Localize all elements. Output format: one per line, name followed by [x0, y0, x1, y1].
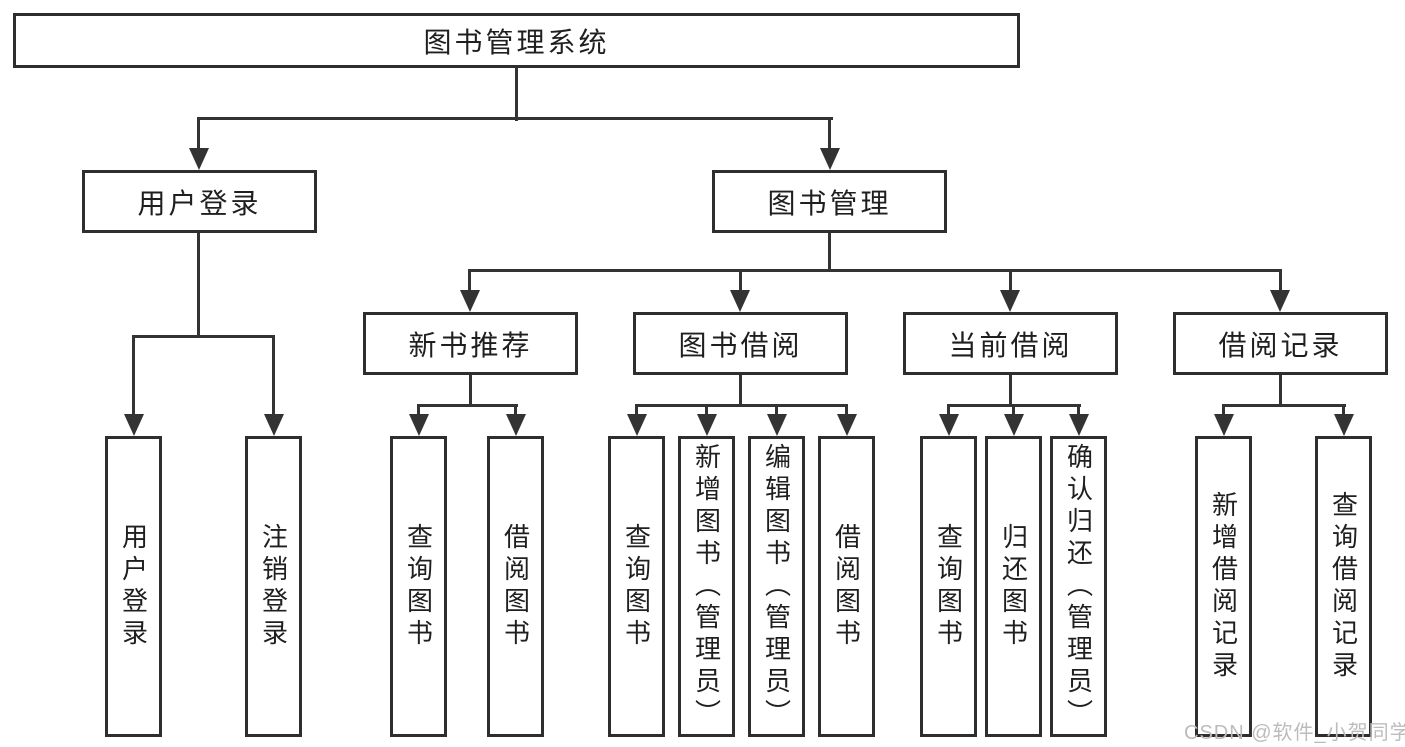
leaf-confirm-return-admin: 确认归还（管理员）: [1050, 436, 1107, 737]
connector-arrow-stem-edit-book: [775, 404, 778, 416]
node-new-book-recommend: 新书推荐: [363, 312, 578, 375]
node-current-borrow-label: 当前借阅: [948, 329, 1073, 361]
arrow-book-borrow: [730, 290, 750, 312]
connector-arrow-stem-book-borrow: [739, 269, 742, 292]
node-borrow-records: 借阅记录: [1173, 312, 1388, 375]
leaf-add-book-admin-label: 新增图书（管理员）: [691, 442, 722, 731]
arrow-confirm-return: [1069, 414, 1089, 436]
node-current-borrow: 当前借阅: [903, 312, 1118, 375]
connector-arrow-stem-confirm-return: [1077, 404, 1080, 416]
connector-root-stem: [515, 68, 518, 121]
connector-arrow-stem-new-book: [468, 269, 471, 292]
arrow-borrow-records: [1270, 290, 1290, 312]
csdn-watermark: CSDN @软件_小贺同学: [1184, 722, 1405, 744]
node-book-borrow: 图书借阅: [633, 312, 848, 375]
arrow-query-book-2: [627, 414, 647, 436]
arrow-borrow-book-1: [506, 414, 526, 436]
leaf-add-borrow-record-label: 新增借阅记录: [1208, 490, 1239, 683]
leaf-logout-label: 注销登录: [258, 522, 289, 651]
node-book-management: 图书管理: [712, 170, 947, 233]
connector-arrow-stem-add-record: [1222, 404, 1225, 416]
connector-arrow-stem-book-management: [828, 117, 831, 150]
connector-user-login-stem: [197, 233, 200, 338]
connector-arrow-stem-query-book-2: [635, 404, 638, 416]
arrow-edit-book: [767, 414, 787, 436]
node-root-label: 图书管理系统: [423, 26, 610, 58]
leaf-add-borrow-record: 新增借阅记录: [1195, 436, 1252, 737]
node-borrow-records-label: 借阅记录: [1218, 329, 1343, 361]
leaf-borrow-book-newrec: 借阅图书: [487, 436, 544, 737]
node-user-login-label: 用户登录: [137, 187, 262, 219]
node-user-login: 用户登录: [82, 170, 317, 233]
leaf-add-book-admin: 新增图书（管理员）: [678, 436, 735, 737]
connector-arrow-stem-query-book-3: [947, 404, 950, 416]
leaf-query-borrow-record-label: 查询借阅记录: [1328, 490, 1359, 683]
connector-arrow-stem-return-book: [1012, 404, 1015, 416]
arrow-leaf-user-login: [124, 414, 144, 436]
arrow-return-book: [1004, 414, 1024, 436]
arrow-query-book-1: [409, 414, 429, 436]
connector-arrow-stem-add-book: [705, 404, 708, 416]
node-new-book-recommend-label: 新书推荐: [408, 329, 533, 361]
connector-book-management-stem: [828, 233, 831, 272]
connector-arrow-stem-leaf-logout: [272, 335, 275, 416]
connector-arrow-stem-query-book-1: [417, 404, 420, 416]
arrow-current-borrow: [1000, 290, 1020, 312]
connector-arrow-stem-leaf-user-login: [132, 335, 135, 416]
connector-arrow-stem-borrow-book-1: [514, 404, 517, 416]
connector-current-borrow-stem: [1009, 375, 1012, 407]
arrow-query-record: [1334, 414, 1354, 436]
arrow-query-book-3: [939, 414, 959, 436]
leaf-return-book: 归还图书: [985, 436, 1042, 737]
node-root: 图书管理系统: [13, 13, 1020, 68]
leaf-borrow-book-borrow: 借阅图书: [818, 436, 875, 737]
connector-branch-level3: [469, 269, 1282, 272]
arrow-new-book-recommend: [460, 290, 480, 312]
leaf-return-book-label: 归还图书: [998, 522, 1029, 651]
arrow-user-login: [189, 148, 209, 170]
arrow-add-book: [697, 414, 717, 436]
leaf-borrow-book-newrec-label: 借阅图书: [500, 522, 531, 651]
arrow-leaf-logout: [264, 414, 284, 436]
leaf-query-book-current-label: 查询图书: [933, 522, 964, 651]
leaf-user-login: 用户登录: [105, 436, 162, 737]
leaf-query-book-current: 查询图书: [920, 436, 977, 737]
node-book-borrow-label: 图书借阅: [678, 329, 803, 361]
leaf-borrow-book-borrow-label: 借阅图书: [831, 522, 862, 651]
connector-borrow-records-stem: [1279, 375, 1282, 407]
arrow-borrow-book-2: [837, 414, 857, 436]
node-book-management-label: 图书管理: [767, 187, 892, 219]
connector-arrow-stem-borrow-records: [1279, 269, 1282, 292]
connector-arrow-stem-current-borrow: [1009, 269, 1012, 292]
leaf-query-borrow-record: 查询借阅记录: [1315, 436, 1372, 737]
leaf-edit-book-admin: 编辑图书（管理员）: [748, 436, 805, 737]
arrow-book-management: [820, 148, 840, 170]
leaf-edit-book-admin-label: 编辑图书（管理员）: [761, 442, 792, 731]
connector-new-book-stem: [469, 375, 472, 407]
leaf-query-book-borrow-label: 查询图书: [621, 522, 652, 651]
connector-arrow-stem-user-login: [197, 117, 200, 150]
connector-arrow-stem-borrow-book-2: [845, 404, 848, 416]
leaf-user-login-label: 用户登录: [118, 522, 149, 651]
connector-branch-new-book: [417, 404, 518, 407]
leaf-query-book-newrec-label: 查询图书: [403, 522, 434, 651]
leaf-query-book-borrow: 查询图书: [608, 436, 665, 737]
leaf-confirm-return-admin-label: 确认归还（管理员）: [1063, 442, 1094, 731]
connector-branch-book-borrow: [635, 404, 848, 407]
connector-arrow-stem-query-record: [1342, 404, 1345, 416]
connector-book-borrow-stem: [739, 375, 742, 407]
leaf-logout: 注销登录: [245, 436, 302, 737]
leaf-query-book-newrec: 查询图书: [390, 436, 447, 737]
arrow-add-record: [1214, 414, 1234, 436]
connector-branch-user-login: [132, 335, 275, 338]
connector-branch-level2: [198, 117, 833, 120]
connector-branch-borrow-records: [1222, 404, 1346, 407]
